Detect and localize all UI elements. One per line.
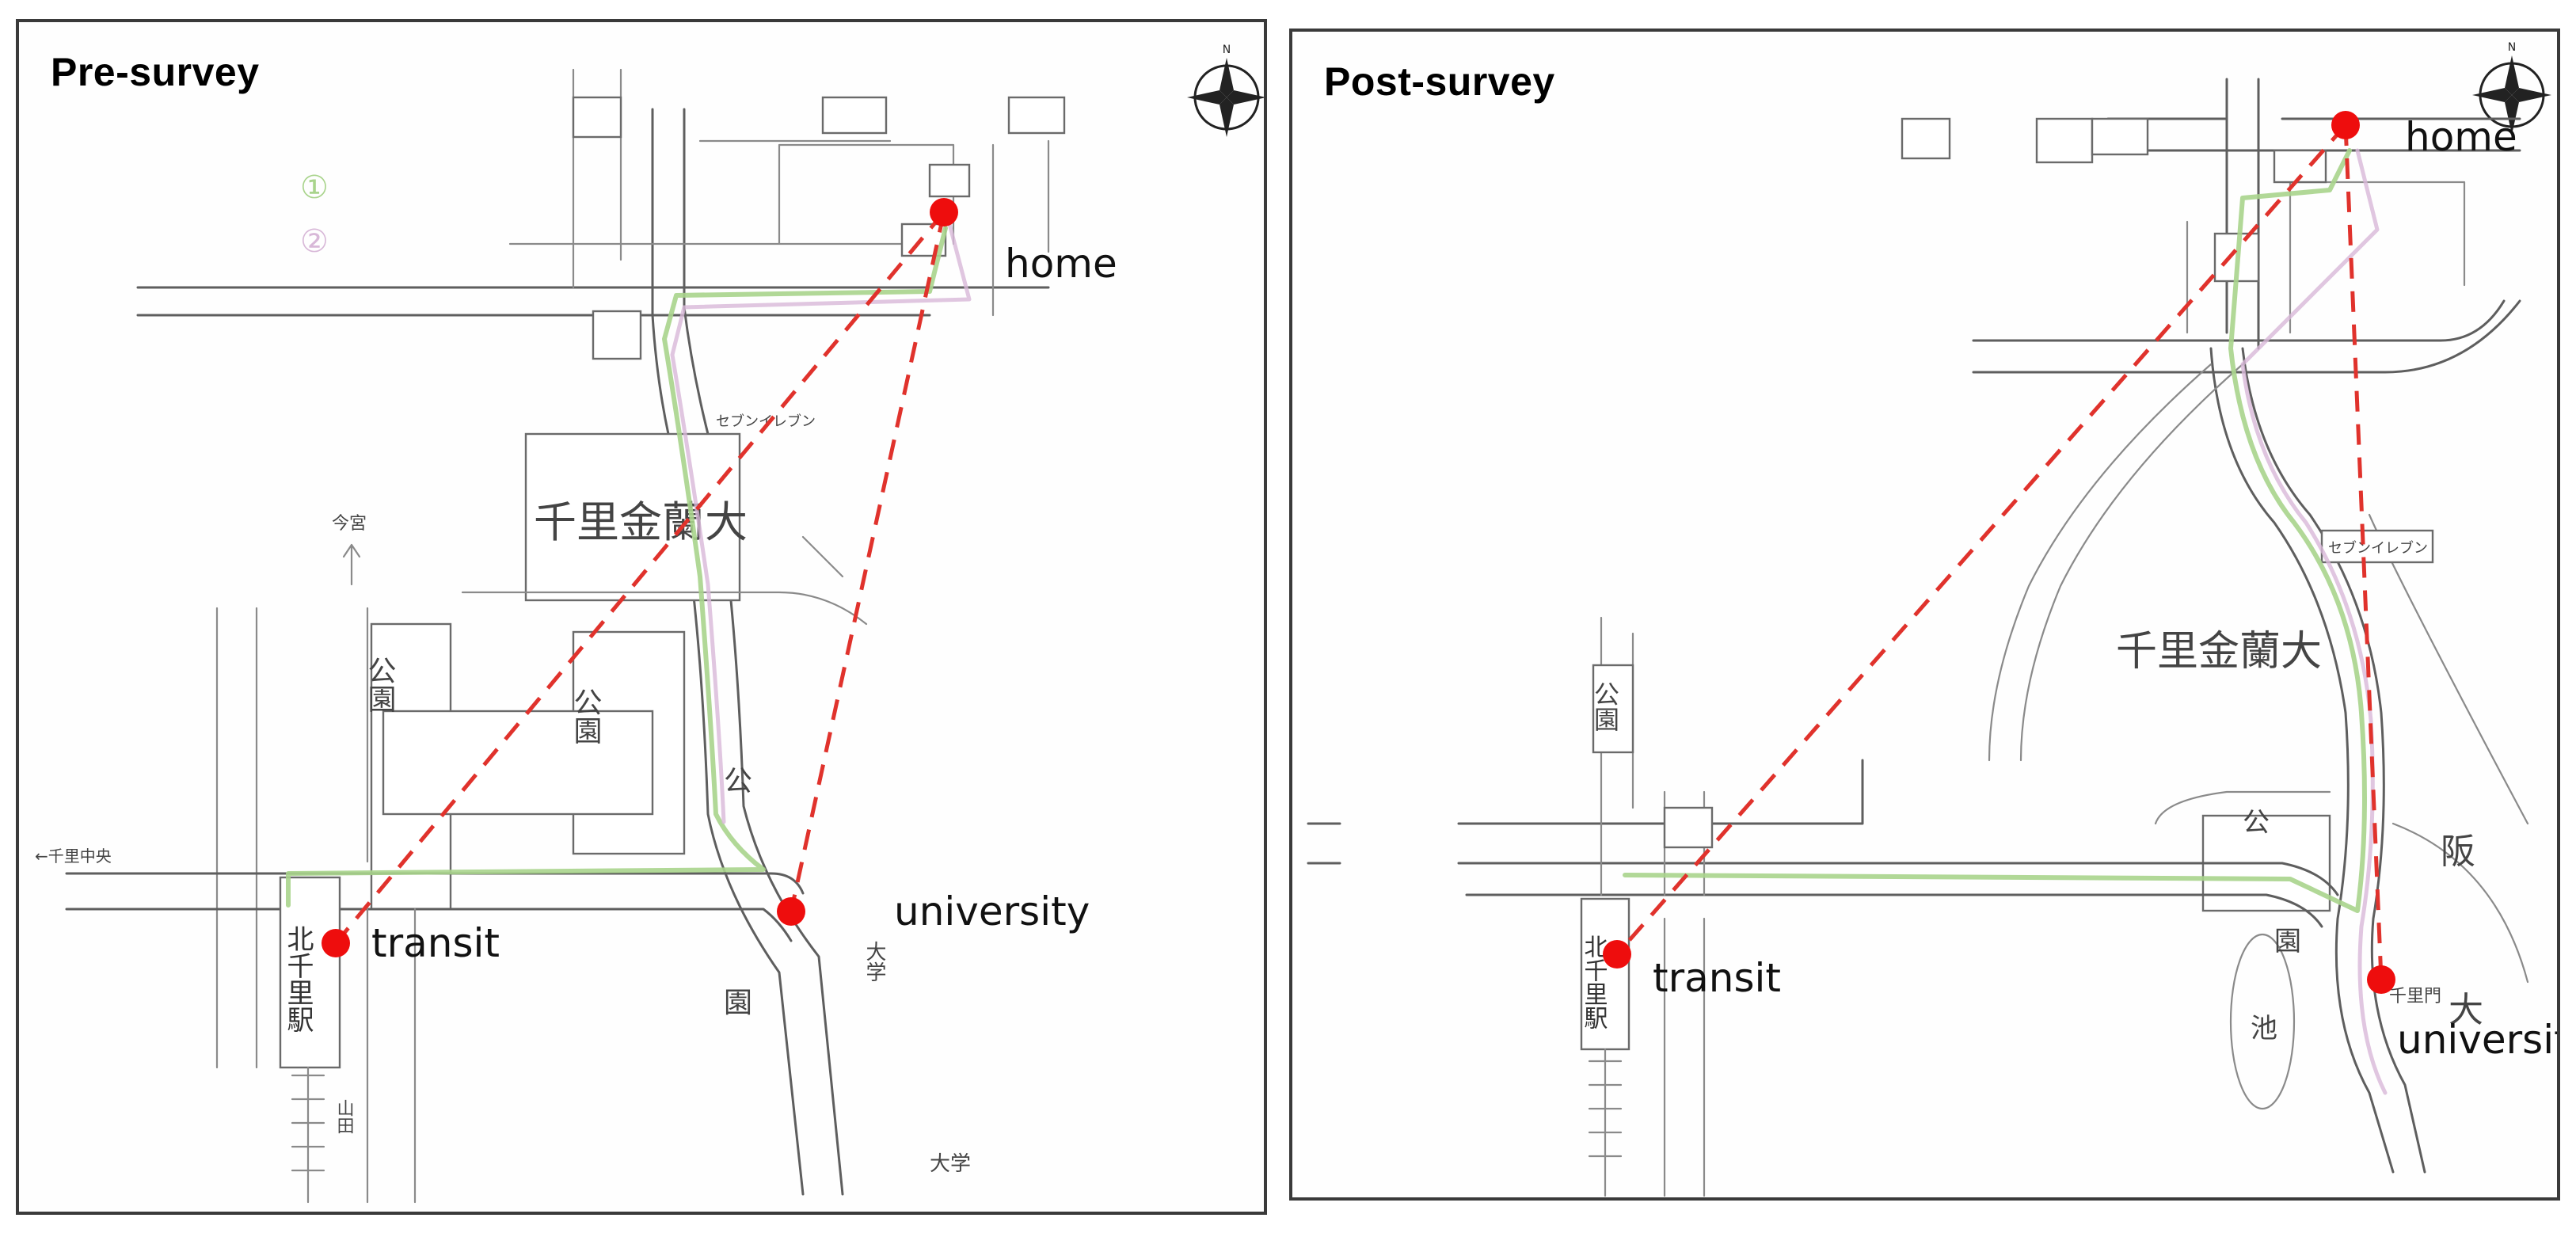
kinran-label: 千里金蘭大 (2116, 628, 2322, 675)
transit-label: transit (1653, 955, 1781, 1001)
station-box (279, 876, 341, 1069)
triangle-home-transit-university (334, 211, 946, 945)
compass-rose-icon: N (2472, 41, 2551, 135)
transit-marker (1603, 940, 1631, 969)
dai-label: 大 (2449, 990, 2483, 1030)
legend-route-2: ② (300, 223, 329, 260)
pre-survey-map: N ① ② 北千里駅 山田 今宮 ←千里中央 千里金蘭大 公 (35, 44, 1264, 1204)
panel-title: Post-survey (1324, 59, 1555, 104)
arrow-up-label: 今宮 (332, 514, 367, 534)
post-survey-map: N 北千里駅 池 千里金蘭大 公園 公 園 阪 大 (1307, 41, 2560, 1197)
home-marker (930, 198, 958, 226)
legend-route-1: ① (300, 169, 329, 206)
gate-label: 千里門 (2389, 987, 2441, 1007)
university-marker (2367, 965, 2395, 994)
seven-eleven-label: セブンイレブン (716, 413, 816, 430)
home-label: home (1005, 241, 1117, 287)
pond-label: 池 (2251, 1013, 2277, 1045)
university-label: university (894, 889, 1090, 934)
university-label: university (2397, 1017, 2560, 1063)
transit-label: transit (371, 920, 500, 966)
home-label: home (2405, 114, 2517, 160)
park-side-label: 公 (724, 765, 752, 797)
panel-title: Pre-survey (51, 50, 260, 94)
seven-eleven-label: セブンイレブン (2328, 539, 2428, 557)
park-label: 公園 (363, 656, 396, 713)
triangle-home-transit-university (1615, 124, 2384, 980)
park-label: 公園 (1590, 681, 1620, 732)
park-label-2: 公園 (569, 687, 602, 744)
post-survey-panel: Post-survey N 北千里駅 (1289, 29, 2560, 1201)
arrow-down-label: 山田 (334, 1099, 354, 1134)
park-side-label-2: 園 (724, 987, 752, 1019)
svg-text:N: N (2508, 41, 2516, 54)
home-marker (2331, 111, 2360, 139)
transit-marker (322, 929, 350, 957)
kinran-label: 千里金蘭大 (534, 497, 748, 547)
daigaku-label-2: 大学 (862, 941, 886, 982)
han-label: 阪 (2441, 832, 2475, 872)
left-arrow-label: ←千里中央 (35, 847, 112, 866)
station-label: 北千里駅 (1580, 934, 1608, 1029)
svg-text:N: N (1223, 44, 1231, 56)
daigaku-label: 大学 (930, 1152, 971, 1176)
park-side-label: 公 (2243, 807, 2270, 839)
pre-survey-panel: Pre-survey N ① ② (16, 19, 1267, 1215)
station-box (1580, 897, 1630, 1051)
station-label: 北千里駅 (282, 925, 314, 1033)
compass-rose-icon: N (1187, 44, 1264, 137)
university-marker (777, 897, 805, 926)
park-side-label-2: 園 (2274, 926, 2301, 957)
